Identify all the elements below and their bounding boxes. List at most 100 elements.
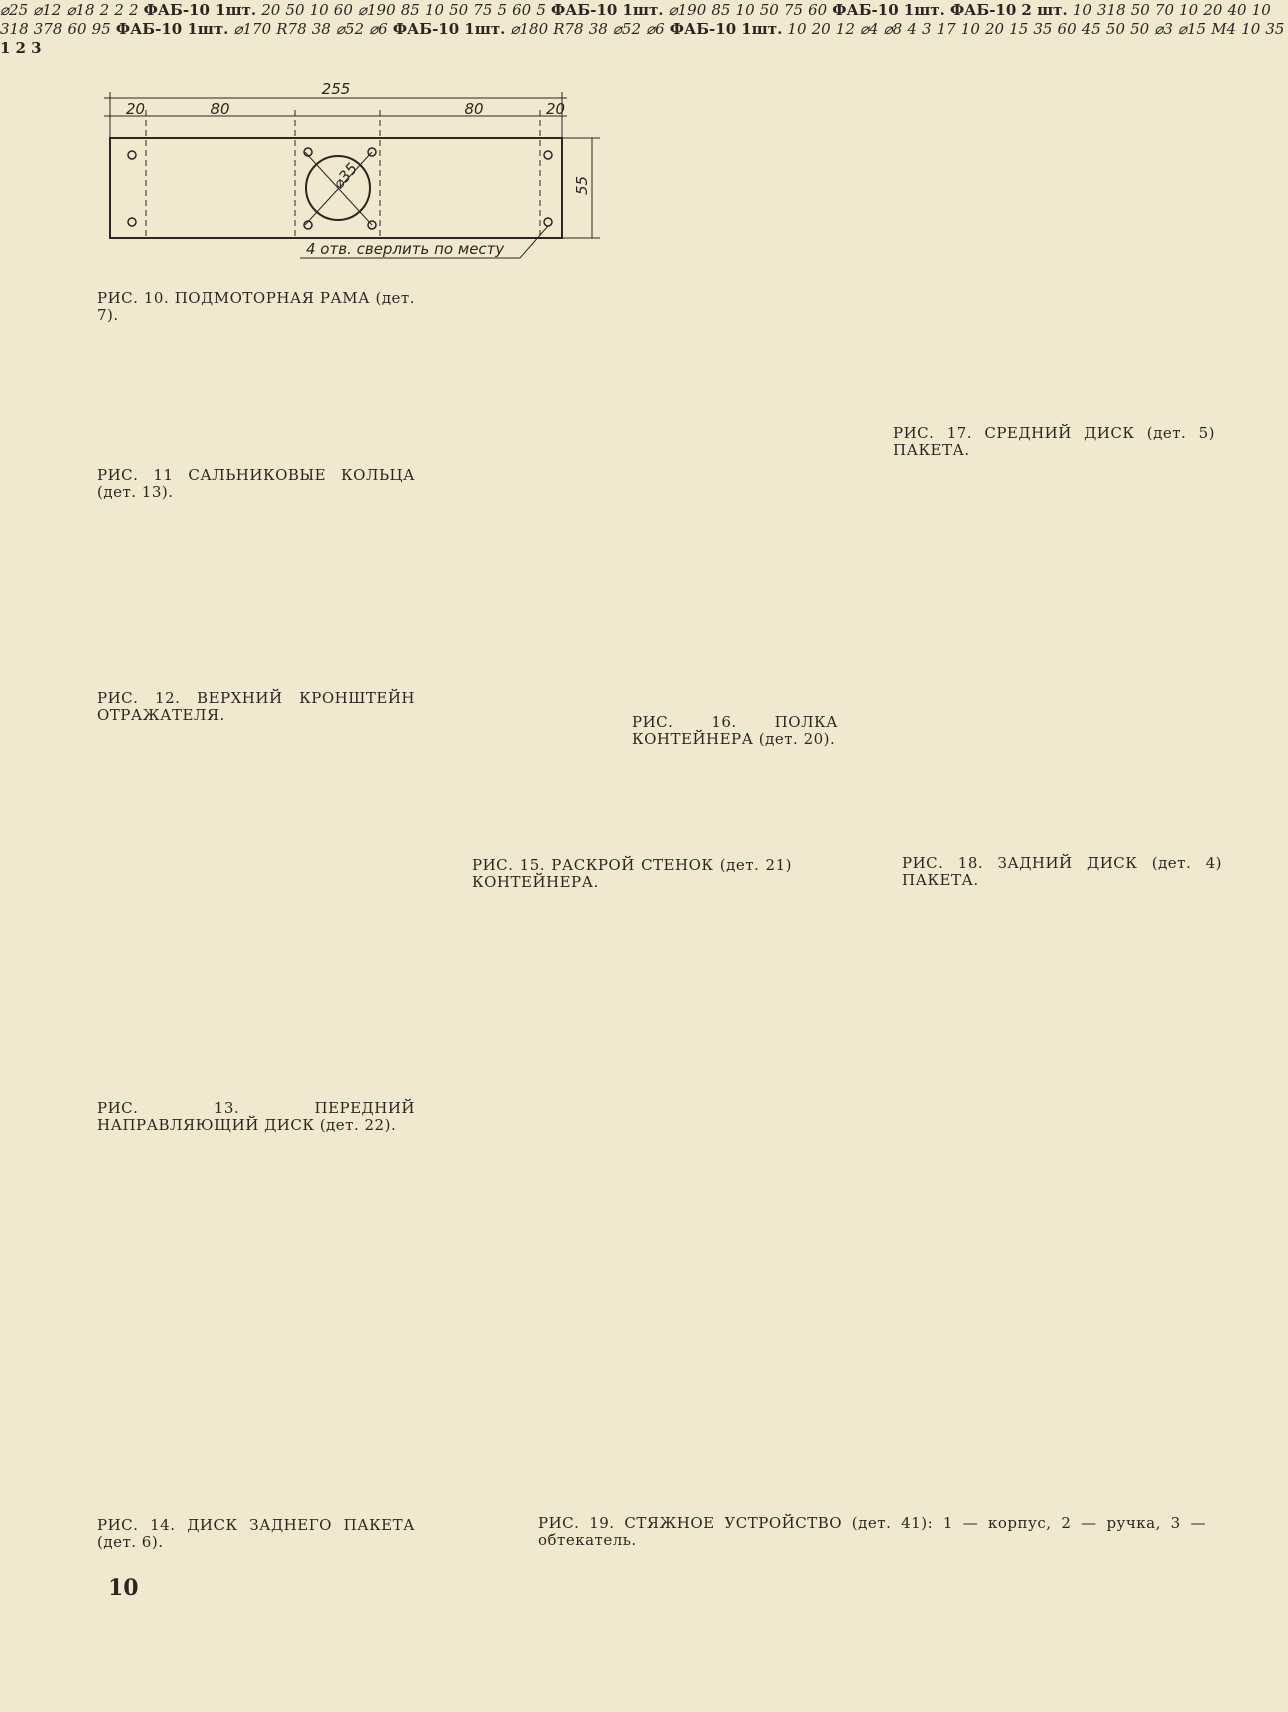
fig10-caption: РИС. 10. ПОДМОТОРНАЯ РАМА (дет. 7). bbox=[97, 289, 415, 324]
fig13-material: ФАБ-10 bbox=[550, 1, 618, 19]
fig18-dim-180: ⌀180 bbox=[510, 20, 549, 38]
fig16-dim-20: 20 bbox=[1203, 1, 1223, 19]
fig14-qty: 1шт. bbox=[903, 1, 945, 19]
fig12-dim-60: 60 bbox=[333, 1, 353, 19]
fig15-dim-318: 318 bbox=[1096, 1, 1126, 19]
fig19-dim-35b: 35 bbox=[1265, 20, 1285, 38]
fig19-dim-4b: 4 bbox=[907, 20, 917, 38]
fig19-dim-dd15: ⌀15 bbox=[1177, 20, 1207, 38]
fig13-qty: 1шт. bbox=[622, 1, 664, 19]
fig19-dim-50a: 50 bbox=[1105, 20, 1126, 38]
fig18-dim-52: ⌀52 bbox=[612, 20, 642, 38]
fig17-material: ФАБ-10 bbox=[392, 20, 460, 38]
fig11-dim-t2: 2 bbox=[114, 1, 124, 19]
fig10-frame-drawing bbox=[104, 92, 600, 259]
fig15-qty: 2 шт. bbox=[1021, 1, 1068, 19]
fig15-caption: РИС. 15. РАСКРОЙ СТЕНОК (дет. 21) КОНТЕЙ… bbox=[472, 856, 792, 891]
fig19-dim-m4: М4 bbox=[1211, 20, 1237, 38]
fig18-dim-6: ⌀6 bbox=[646, 20, 665, 38]
page-number: 10 bbox=[108, 1575, 139, 1601]
fig13-dim-50: 50 bbox=[449, 1, 469, 19]
fig18-dim-r78: R78 bbox=[553, 20, 584, 38]
fig12-dim-50: 50 bbox=[285, 1, 305, 19]
fig19-dim-dd3: ⌀3 bbox=[1154, 20, 1173, 38]
fig13-dim-5a: 5 bbox=[497, 1, 508, 19]
fig15-material: ФАБ-10 bbox=[949, 1, 1017, 19]
fig19-dim-17: 17 bbox=[936, 20, 956, 38]
fig17-caption: РИС. 17. СРЕДНИЙ ДИСК (дет. 5) ПАКЕТА. bbox=[893, 424, 1215, 459]
fig14-material: ФАБ-10 bbox=[832, 1, 899, 19]
fig11-dim-t3: 2 bbox=[128, 1, 139, 19]
fig19-dim-3: 3 bbox=[921, 20, 932, 38]
fig12-qty: 1шт. bbox=[215, 1, 257, 19]
fig16-dim-40: 40 bbox=[1227, 1, 1247, 19]
fig16-dim-318: 318 bbox=[0, 20, 29, 38]
fig10-dim-20b: 20 bbox=[546, 100, 565, 118]
fig11-caption: РИС. 11 САЛЬНИКОВЫЕ КОЛЬЦА (дет. 13). bbox=[97, 466, 415, 501]
fig17-qty: 1шт. bbox=[464, 20, 506, 38]
fig15-dim-10a: 10 bbox=[1072, 1, 1092, 19]
fig17-dim-6: ⌀6 bbox=[369, 20, 388, 38]
fig14-dim-50: 50 bbox=[759, 1, 779, 19]
fig17-dim-38: 38 bbox=[311, 20, 331, 38]
fig13-dim-85: 85 bbox=[400, 1, 420, 19]
fig11-dim-12: ⌀12 bbox=[33, 1, 62, 19]
fig11-dim-t1: 2 bbox=[99, 1, 110, 19]
fig19-callout-1: 1 bbox=[0, 39, 11, 57]
fig10-dim-35: ⌀35 bbox=[329, 159, 361, 192]
fig19-dim-50b: 50 bbox=[1130, 20, 1150, 38]
fig11-dim-18: ⌀18 bbox=[66, 1, 95, 19]
fig19-dim-20b: 20 bbox=[984, 20, 1005, 38]
fig17-dim-52: ⌀52 bbox=[335, 20, 365, 38]
fig16-dim-95: 95 bbox=[91, 20, 111, 38]
fig15-dim-50: 50 bbox=[1130, 1, 1150, 19]
fig11-dim-25: ⌀25 bbox=[0, 1, 29, 19]
fig19-dim-10b: 10 bbox=[960, 20, 980, 38]
fig19-dim-8: ⌀8 bbox=[883, 20, 903, 38]
fig13-dim-5b: 5 bbox=[536, 1, 546, 19]
fig19-caption: РИС. 19. СТЯЖНОЕ УСТРОЙСТВО (дет. 41): 1… bbox=[538, 1514, 1206, 1549]
fig18-caption: РИС. 18. ЗАДНИЙ ДИСК (дет. 4) ПАКЕТА. bbox=[902, 854, 1222, 889]
fig14-dim-10: 10 bbox=[735, 1, 755, 19]
fig12-caption: РИС. 12. ВЕРХНИЙ КРОНШТЕЙН ОТРАЖАТЕЛЯ. bbox=[97, 689, 415, 724]
fig10-dim-55: 55 bbox=[573, 176, 591, 195]
fig19-dim-12: 12 bbox=[835, 20, 855, 38]
fig14-dim-85: 85 bbox=[711, 1, 731, 19]
fig13-dim-10: 10 bbox=[424, 1, 445, 19]
fig19-callout-2: 2 bbox=[15, 39, 26, 57]
fig12-material: ФАБ-10 bbox=[143, 1, 210, 19]
fig18-dim-38: 38 bbox=[588, 20, 608, 38]
fig19-dim-35: 35 bbox=[1033, 20, 1053, 38]
fig19-dim-4: ⌀4 bbox=[859, 20, 879, 38]
fig15-dim-70: 70 bbox=[1154, 1, 1174, 19]
fig14-caption: РИС. 14. ДИСК ЗАДНЕГО ПАКЕТА (дет. 6). bbox=[97, 1516, 415, 1551]
fig18-qty: 1шт. bbox=[741, 20, 783, 38]
fig17-dim-r78: R78 bbox=[276, 20, 307, 38]
fig18-material: ФАБ-10 bbox=[669, 20, 737, 38]
fig17-dim-170: ⌀170 bbox=[233, 20, 272, 38]
fig19-callout-3: 3 bbox=[31, 39, 42, 57]
fig16-dim-10: 10 bbox=[1251, 1, 1271, 19]
fig16-material: ФАБ-10 bbox=[115, 20, 183, 38]
fig16-dim-60: 60 bbox=[67, 20, 87, 38]
fig16-caption: РИС. 16. ПОЛКА КОНТЕЙНЕРА (дет. 20). bbox=[632, 713, 838, 748]
fig19-dim-60: 60 bbox=[1057, 20, 1077, 38]
fig16-qty: 1шт. bbox=[187, 20, 229, 38]
fig13-dim-190: ⌀190 bbox=[357, 1, 396, 19]
fig15-dim-10b: 10 bbox=[1179, 1, 1199, 19]
fig10-dim-20a: 20 bbox=[126, 100, 145, 118]
fig10-dim-255: 255 bbox=[322, 80, 351, 98]
fig19-dim-45: 45 bbox=[1081, 20, 1101, 38]
fig16-dim-378: 378 bbox=[33, 20, 63, 38]
fig13-caption: РИС. 13. ПЕРЕДНИЙ НАПРАВЛЯЮЩИЙ ДИСК (дет… bbox=[97, 1099, 415, 1134]
fig13-dim-60: 60 bbox=[512, 1, 532, 19]
fig12-dim-10: 10 bbox=[309, 1, 329, 19]
fig10-dim-80a: 80 bbox=[210, 100, 229, 118]
fig19-dim-15: 15 bbox=[1009, 20, 1029, 38]
fig10-note: 4 отв. сверлить по месту bbox=[306, 240, 505, 258]
fig14-dim-60: 60 bbox=[808, 1, 828, 19]
fig14-dim-190: ⌀190 bbox=[668, 1, 707, 19]
fig19-dim-10: 10 bbox=[787, 20, 807, 38]
